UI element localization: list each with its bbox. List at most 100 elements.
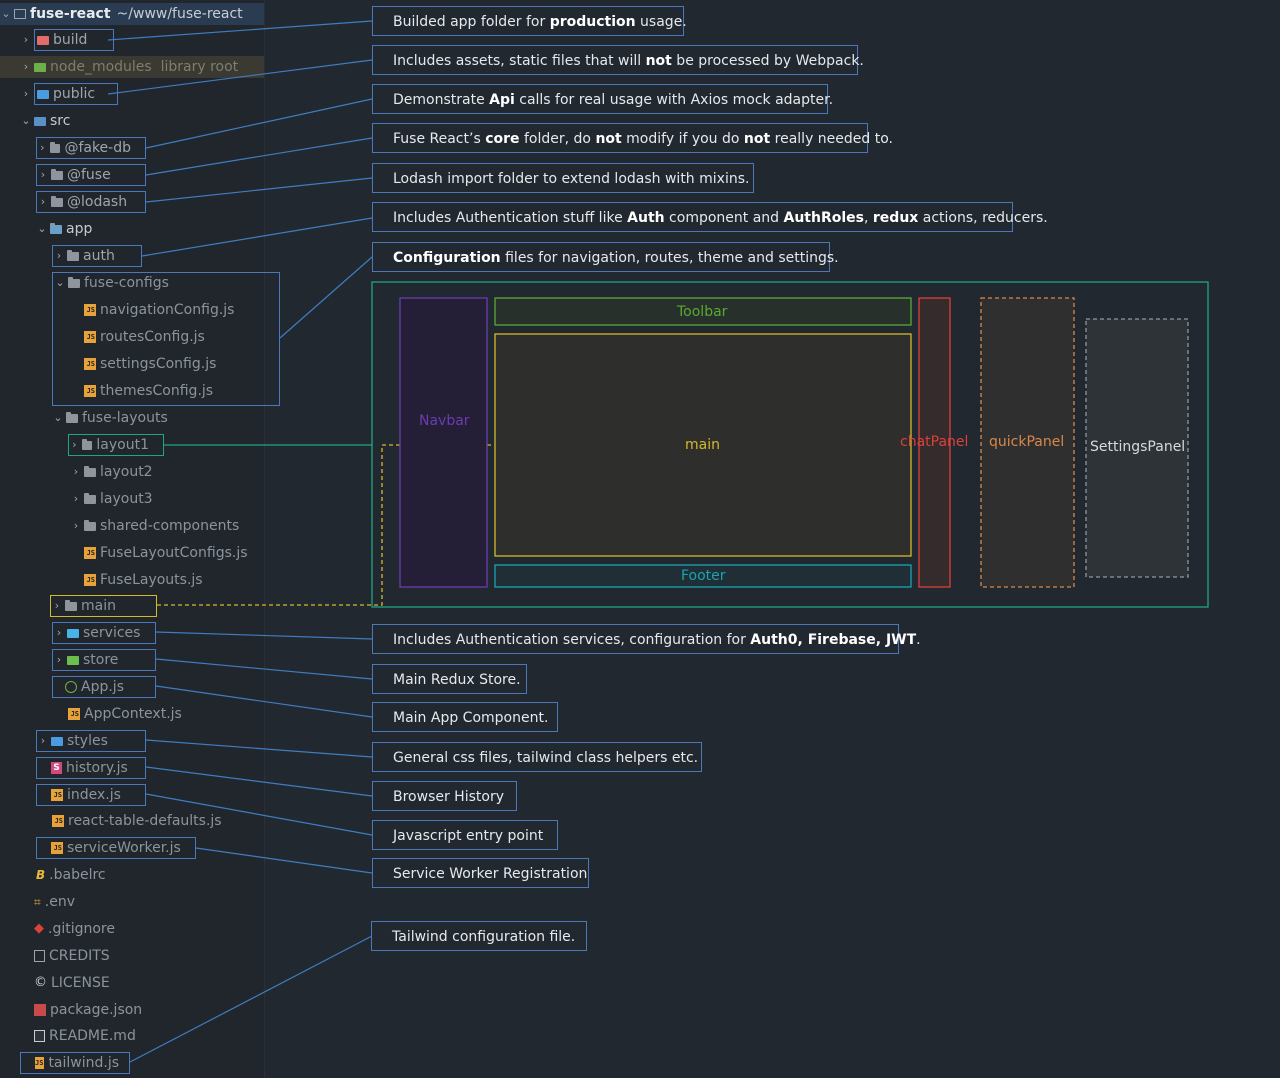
tree-item-readme[interactable]: README.md [34,1025,136,1047]
js-file-icon: JS [84,331,96,343]
toolbar-region [494,297,912,326]
tree-item-license[interactable]: © LICENSE [34,972,110,994]
tree-item-auth[interactable]: › auth [52,245,142,267]
tree-item-store[interactable]: ›store [52,649,156,671]
tree-item-package[interactable]: package.json [34,999,142,1021]
tree-item-credits[interactable]: CREDITS [34,945,110,967]
tree-item-public[interactable]: › public [20,83,118,105]
layout-frame [371,281,1209,608]
git-icon: ◆ [34,921,44,936]
tree-label: public [53,86,96,102]
connector-app [155,685,373,718]
tree-label: layout1 [96,437,149,453]
folder-icon [84,465,96,477]
chevron-right-icon[interactable]: › [23,60,29,73]
chevron-down-icon[interactable]: ⌄ [1,7,11,20]
chevron-right-icon[interactable]: › [40,141,45,154]
chevron-down-icon[interactable]: ⌄ [55,276,65,289]
chevron-right-icon[interactable]: › [56,653,62,666]
tree-item-app[interactable]: ⌄ app [36,218,92,240]
tree-item-node-modules[interactable]: › node_modules library root [0,56,264,78]
tree-item-themes-config[interactable]: JS themesConfig.js [84,380,213,402]
folder-icon [34,62,46,72]
tree-item-layout1[interactable]: › layout1 [68,434,164,456]
tree-item-shared-components[interactable]: › shared-components [70,515,239,537]
tree-item-services[interactable]: ›services [52,622,156,644]
tree-label: main [81,598,116,614]
js-file-icon: JS [84,358,96,370]
tree-item-main[interactable]: › main [50,595,157,617]
babel-icon: B [36,868,46,882]
tree-item-gitignore[interactable]: ◆ .gitignore [34,918,115,940]
connector-fake-db [145,98,373,149]
tree-item-fuse-configs[interactable]: ⌄ fuse-configs [54,272,169,294]
tree-item-navigation-config[interactable]: JS navigationConfig.js [84,299,234,321]
chevron-down-icon[interactable]: ⌄ [37,222,47,235]
tree-item-fuse-layouts-js[interactable]: JS FuseLayouts.js [84,569,203,591]
folder-icon [50,222,62,234]
tree-item-fuse[interactable]: ›@fuse [36,164,146,186]
tree-item-env[interactable]: ⌗ .env [34,891,75,913]
annotation-store: Main Redux Store. [372,664,527,694]
folder-icon [67,628,79,638]
chevron-right-icon[interactable]: › [40,168,46,181]
tree-item-routes-config[interactable]: JS routesConfig.js [84,326,205,348]
react-file-icon [65,681,77,693]
connector-index [145,793,373,836]
annotation-build: Builded app folder for production usage. [372,6,687,36]
tree-label: tailwind.js [48,1055,120,1071]
tree-item-react-table-defaults[interactable]: JS react-table-defaults.js [52,810,222,832]
tree-item-app-context[interactable]: JS AppContext.js [68,703,182,725]
chevron-right-icon[interactable]: › [72,438,77,451]
chevron-right-icon[interactable]: › [40,734,46,747]
tree-label: fuse-layouts [82,410,168,426]
chevron-right-icon[interactable]: › [54,599,60,612]
connector-store [155,658,373,680]
tree-item-settings-config[interactable]: JS settingsConfig.js [84,353,216,375]
chevron-right-icon[interactable]: › [56,626,62,639]
tree-item-lodash[interactable]: ›@lodash [36,191,146,213]
connector-history [145,766,373,797]
js-file-icon: JS [84,304,96,316]
tree-label: src [50,113,71,129]
tree-label: FuseLayoutConfigs.js [100,545,248,561]
chevron-right-icon[interactable]: › [56,249,62,262]
chevron-right-icon[interactable]: › [73,519,79,532]
tree-item-build[interactable]: › build [20,29,114,51]
main-label: main [685,437,720,453]
ts-file-icon: S [51,762,62,774]
chevron-right-icon[interactable]: › [73,492,79,505]
tree-label: AppContext.js [84,706,182,722]
chevron-right-icon[interactable]: › [40,195,46,208]
connector-styles [145,739,373,758]
folder-icon [66,411,78,423]
tree-item-fuse-layout-configs[interactable]: JS FuseLayoutConfigs.js [84,542,248,564]
tree-item-layout2[interactable]: › layout2 [70,461,153,483]
tree-item-fuse-layouts[interactable]: ⌄ fuse-layouts [52,407,168,429]
tree-item-app-js[interactable]: App.js [52,676,156,698]
tree-label: auth [83,248,115,264]
chat-panel-label: chatPanel [900,434,969,450]
folder-icon [65,599,77,611]
annotation-fuse: Fuse React’s core folder, do not modify … [372,123,893,153]
chevron-right-icon[interactable]: › [73,465,79,478]
chevron-right-icon[interactable]: › [23,33,29,46]
tree-item-styles[interactable]: ›styles [36,730,146,752]
book-icon [34,1030,45,1042]
document-icon [34,950,45,962]
tree-label: fuse-configs [84,275,169,291]
connector-configs [279,256,373,339]
tree-item-src[interactable]: ⌄ src [20,110,70,132]
tree-root[interactable]: ⌄ fuse-react ~/www/fuse-react [0,3,264,25]
chevron-down-icon[interactable]: ⌄ [53,411,63,424]
chevron-down-icon[interactable]: ⌄ [21,114,31,127]
chevron-right-icon[interactable]: › [23,87,29,100]
tree-item-fake-db[interactable]: ›@fake-db [36,137,146,159]
tree-label: app [66,221,93,237]
tree-item-layout3[interactable]: › layout3 [70,488,153,510]
tree-item-babelrc[interactable]: B .babelrc [36,864,106,886]
